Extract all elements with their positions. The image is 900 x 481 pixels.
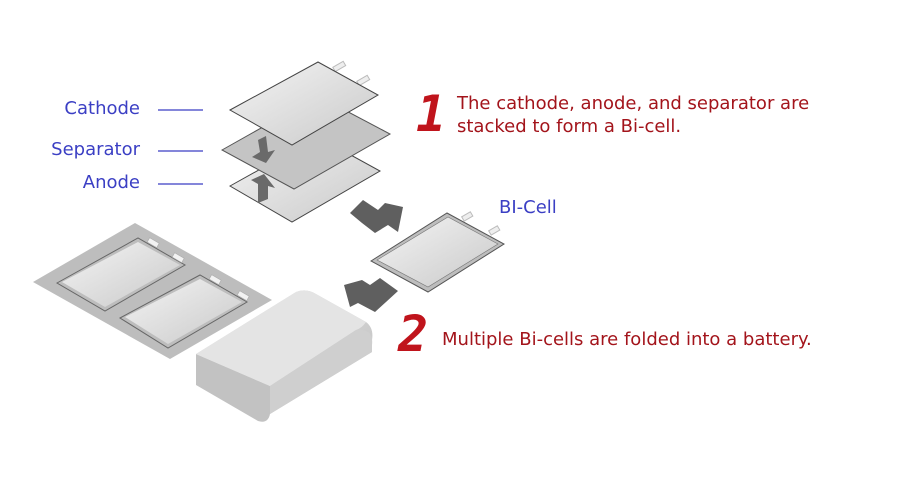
step-1-text-line2: stacked to form a Bi-cell. [457,116,682,137]
folded-strip [33,223,272,359]
separator-label: Separator [51,139,140,160]
arrow-to-bicell [350,200,403,233]
cathode-sheet [228,60,380,146]
down-arrow [252,136,275,163]
up-arrow [251,174,275,203]
bicell-label: BI-Cell [499,197,557,218]
arrow-to-battery [344,278,398,312]
step-1-number: 1 [416,85,447,143]
bicell-sheet [370,211,505,293]
step-2-text: Multiple Bi-cells are folded into a batt… [442,329,812,350]
battery-pack [196,290,373,422]
leader-lines [158,109,203,185]
cathode-label: Cathode [64,98,140,119]
step-1-text-line1: The cathode, anode, and separator are [457,93,810,114]
step-2-number: 2 [398,305,429,363]
anode-label: Anode [82,172,140,193]
